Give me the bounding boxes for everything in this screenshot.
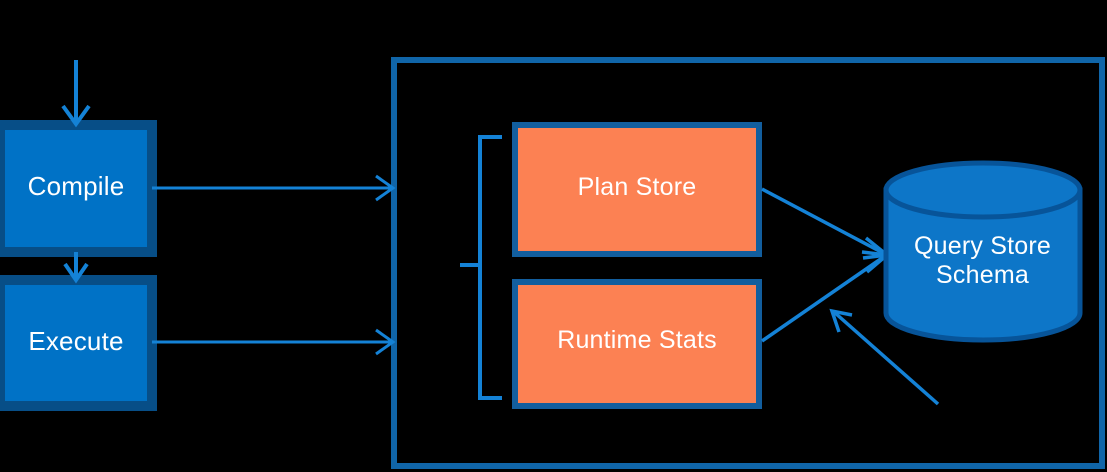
- compile-node[interactable]: [0, 120, 157, 257]
- compile-to-execute-arrow: [63, 252, 89, 284]
- grouping-brace-icon: [460, 135, 502, 400]
- plan-store-to-schema-arrow: [761, 187, 892, 260]
- execute-node[interactable]: [0, 275, 157, 411]
- plan-store-box: [512, 122, 762, 257]
- input-to-compile-arrow: [61, 60, 91, 128]
- external-to-schema-arrow: [829, 308, 940, 406]
- runtime-stats-box: [512, 279, 762, 409]
- cylinder-body: [883, 187, 1083, 343]
- runtime-stats-node[interactable]: [512, 279, 762, 409]
- plan-store-node[interactable]: [512, 122, 762, 257]
- compile-box-fill: [5, 130, 147, 247]
- execute-to-boundary-arrow: [152, 328, 396, 356]
- query-store-boundary: [391, 57, 1105, 469]
- compile-to-boundary-arrow: [152, 174, 396, 202]
- cylinder-top: [883, 160, 1083, 220]
- execute-box-fill: [5, 285, 147, 401]
- runtime-stats-to-schema-arrow: [761, 250, 892, 343]
- query-store-schema-node[interactable]: [883, 160, 1083, 343]
